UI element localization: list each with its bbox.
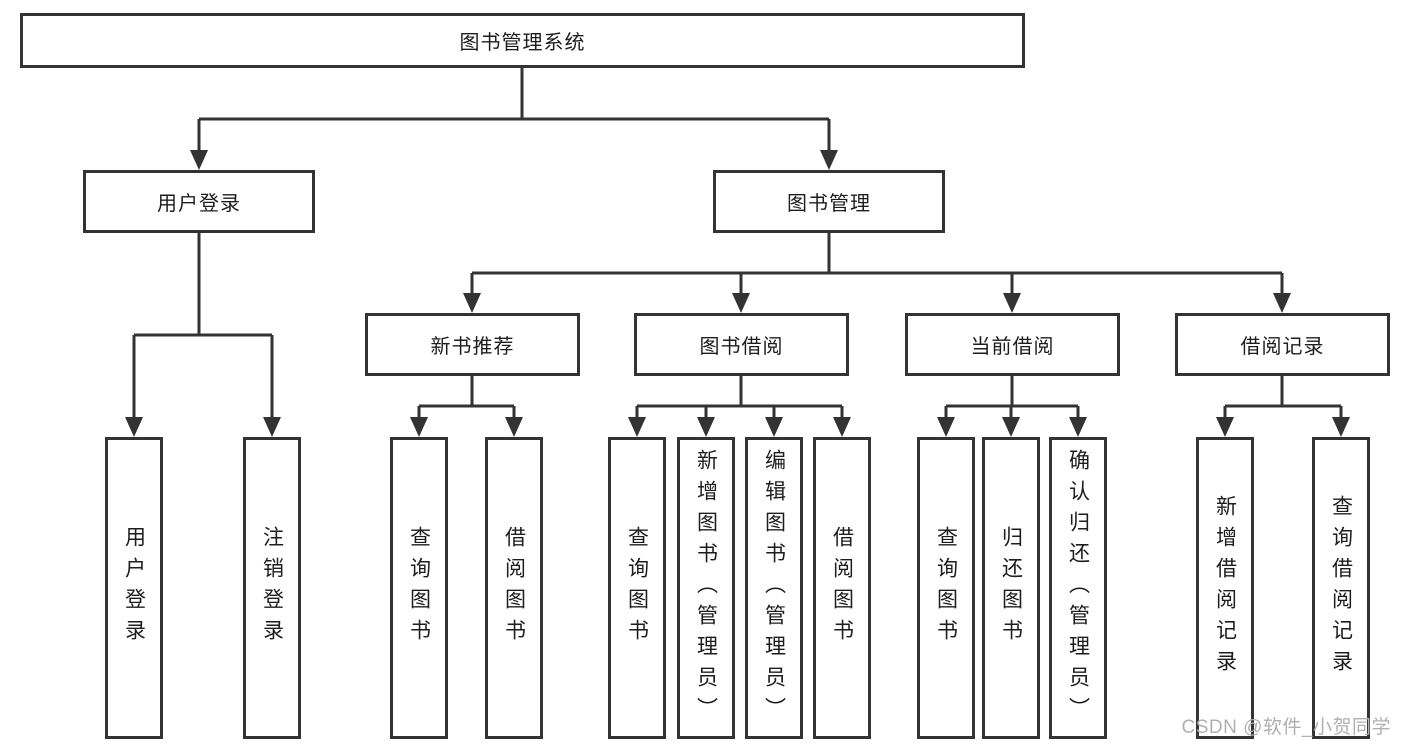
leaf-label: 新增图书（管理员） xyxy=(694,448,718,728)
leaf-query-borrow-record: 查询借阅记录 xyxy=(1312,437,1370,739)
leaf-query-books: 查询图书 xyxy=(390,437,448,739)
leaf-label: 新增借阅记录 xyxy=(1213,495,1237,681)
leaf-return-books: 归还图书 xyxy=(982,437,1040,739)
node-label: 图书管理 xyxy=(787,193,871,215)
csdn-watermark: CSDN @软件_小贺同学 xyxy=(1181,717,1391,738)
leaf-edit-books-admin: 编辑图书（管理员） xyxy=(745,437,803,739)
node-label: 图书借阅 xyxy=(699,336,784,358)
leaf-label: 查询图书 xyxy=(934,526,958,650)
leaf-label: 查询图书 xyxy=(407,526,431,650)
leaf-borrow-books: 借阅图书 xyxy=(813,437,871,739)
leaf-label: 借阅图书 xyxy=(502,526,526,650)
leaf-logout: 注销登录 xyxy=(243,437,301,739)
leaf-label: 用户登录 xyxy=(122,526,146,650)
node-borrowing-records: 借阅记录 xyxy=(1175,313,1390,376)
leaf-label: 查询图书 xyxy=(625,526,649,650)
node-label: 当前借阅 xyxy=(970,336,1055,358)
leaf-label: 注销登录 xyxy=(260,526,284,650)
node-label: 借阅记录 xyxy=(1240,336,1325,358)
leaf-borrow-books: 借阅图书 xyxy=(485,437,543,739)
leaf-confirm-return-admin: 确认归还（管理员） xyxy=(1049,437,1107,739)
leaf-label: 确认归还（管理员） xyxy=(1066,448,1090,728)
leaf-label: 查询借阅记录 xyxy=(1329,495,1353,681)
leaf-label: 借阅图书 xyxy=(830,526,854,650)
node-book-borrowing: 图书借阅 xyxy=(634,313,849,376)
node-label: 新书推荐 xyxy=(430,336,515,358)
node-current-borrowing: 当前借阅 xyxy=(905,313,1120,376)
node-root-system: 图书管理系统 xyxy=(20,13,1025,68)
node-label: 图书管理系统 xyxy=(459,32,586,54)
leaf-label: 编辑图书（管理员） xyxy=(762,448,786,728)
leaf-query-books: 查询图书 xyxy=(917,437,975,739)
leaf-add-books-admin: 新增图书（管理员） xyxy=(677,437,735,739)
leaf-label: 归还图书 xyxy=(999,526,1023,650)
node-label: 用户登录 xyxy=(157,193,241,215)
leaf-query-books: 查询图书 xyxy=(608,437,666,739)
node-user-login: 用户登录 xyxy=(83,170,315,233)
node-new-book-recommendation: 新书推荐 xyxy=(365,313,580,376)
node-book-management: 图书管理 xyxy=(713,170,945,233)
leaf-user-login: 用户登录 xyxy=(105,437,163,739)
leaf-add-borrow-record: 新增借阅记录 xyxy=(1196,437,1254,739)
